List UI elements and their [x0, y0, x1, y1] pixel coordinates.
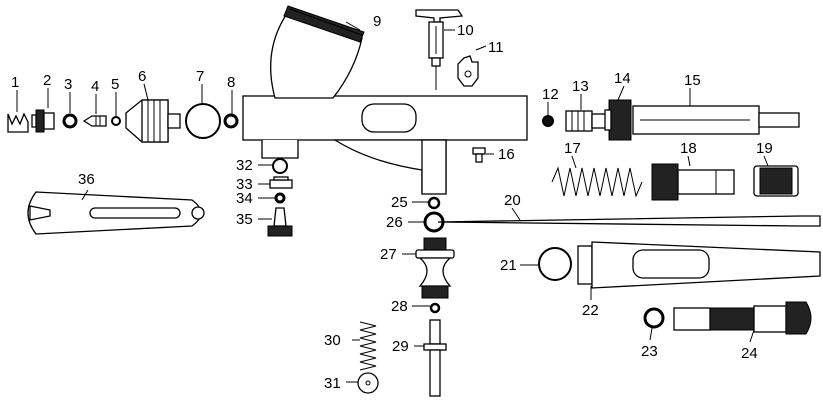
label-35: 35 — [236, 211, 253, 228]
label-17: 17 — [564, 140, 581, 157]
label-29: 29 — [392, 338, 409, 355]
label-23: 23 — [641, 343, 658, 360]
label-31: 31 — [324, 375, 341, 392]
part-number-labels: 1 2 3 4 5 6 7 8 9 10 11 12 13 14 15 16 1… — [11, 13, 773, 392]
leader-lines — [16, 21, 769, 383]
color-cup — [270, 5, 365, 99]
label-20: 20 — [504, 192, 521, 209]
label-21: 21 — [500, 257, 517, 274]
label-4: 4 — [91, 78, 99, 95]
label-24: 24 — [741, 345, 758, 362]
o-ring-23 — [643, 307, 665, 329]
label-15: 15 — [684, 72, 701, 89]
label-13: 13 — [572, 78, 589, 95]
label-7: 7 — [196, 68, 204, 85]
o-ring-34 — [274, 192, 286, 204]
label-19: 19 — [756, 140, 773, 157]
valve-housing-27 — [415, 237, 455, 299]
label-18: 18 — [680, 140, 697, 157]
o-ring-21 — [538, 247, 572, 281]
airbrush-body — [242, 95, 528, 195]
label-25: 25 — [391, 194, 408, 211]
needle-cap — [7, 112, 29, 133]
o-ring-28 — [429, 302, 441, 314]
label-28: 28 — [391, 298, 408, 315]
nozzle — [82, 115, 107, 127]
o-ring-7 — [185, 103, 221, 139]
label-6: 6 — [138, 68, 146, 85]
screw-16 — [472, 147, 486, 163]
label-2: 2 — [43, 72, 51, 89]
needle-guide-15 — [632, 105, 800, 135]
needle-packing-13 — [565, 110, 607, 132]
needle-spring-17 — [551, 166, 643, 198]
label-11: 11 — [488, 39, 504, 56]
needle-chucking-nut-14 — [604, 99, 632, 141]
o-ring-5 — [111, 116, 121, 126]
label-16: 16 — [498, 146, 515, 163]
needle-20 — [437, 215, 821, 227]
label-36: 36 — [78, 171, 95, 188]
needle-chuck-19 — [753, 165, 799, 197]
valve-screw-35 — [267, 207, 293, 237]
spring-guide-18 — [651, 163, 735, 201]
label-9: 9 — [373, 13, 381, 30]
label-1: 1 — [11, 74, 19, 91]
label-10: 10 — [457, 22, 474, 39]
o-ring-8 — [223, 113, 239, 129]
label-30: 30 — [324, 332, 341, 349]
label-33: 33 — [236, 176, 253, 193]
o-ring-12 — [542, 115, 554, 127]
washer-31 — [357, 372, 379, 394]
o-ring-32 — [272, 158, 288, 174]
label-8: 8 — [227, 74, 235, 91]
o-ring-25 — [427, 196, 441, 210]
valve-spring-30 — [359, 321, 377, 371]
head-cap — [125, 99, 181, 143]
label-14: 14 — [614, 70, 631, 87]
handle-22 — [577, 241, 821, 289]
label-34: 34 — [236, 190, 253, 207]
trigger-guide — [457, 55, 479, 87]
label-27: 27 — [380, 246, 397, 263]
valve-nut-33 — [269, 176, 293, 189]
label-26: 26 — [386, 214, 403, 231]
o-ring-3 — [62, 113, 78, 129]
label-12: 12 — [542, 86, 559, 103]
label-22: 22 — [582, 302, 599, 319]
trigger — [415, 9, 464, 90]
label-32: 32 — [236, 157, 253, 174]
valve-stem-29 — [423, 319, 447, 397]
label-3: 3 — [64, 76, 72, 93]
nozzle-cap — [31, 109, 55, 133]
cutaway-handle-24 — [673, 301, 812, 335]
wrench — [27, 191, 205, 235]
label-5: 5 — [111, 76, 119, 93]
